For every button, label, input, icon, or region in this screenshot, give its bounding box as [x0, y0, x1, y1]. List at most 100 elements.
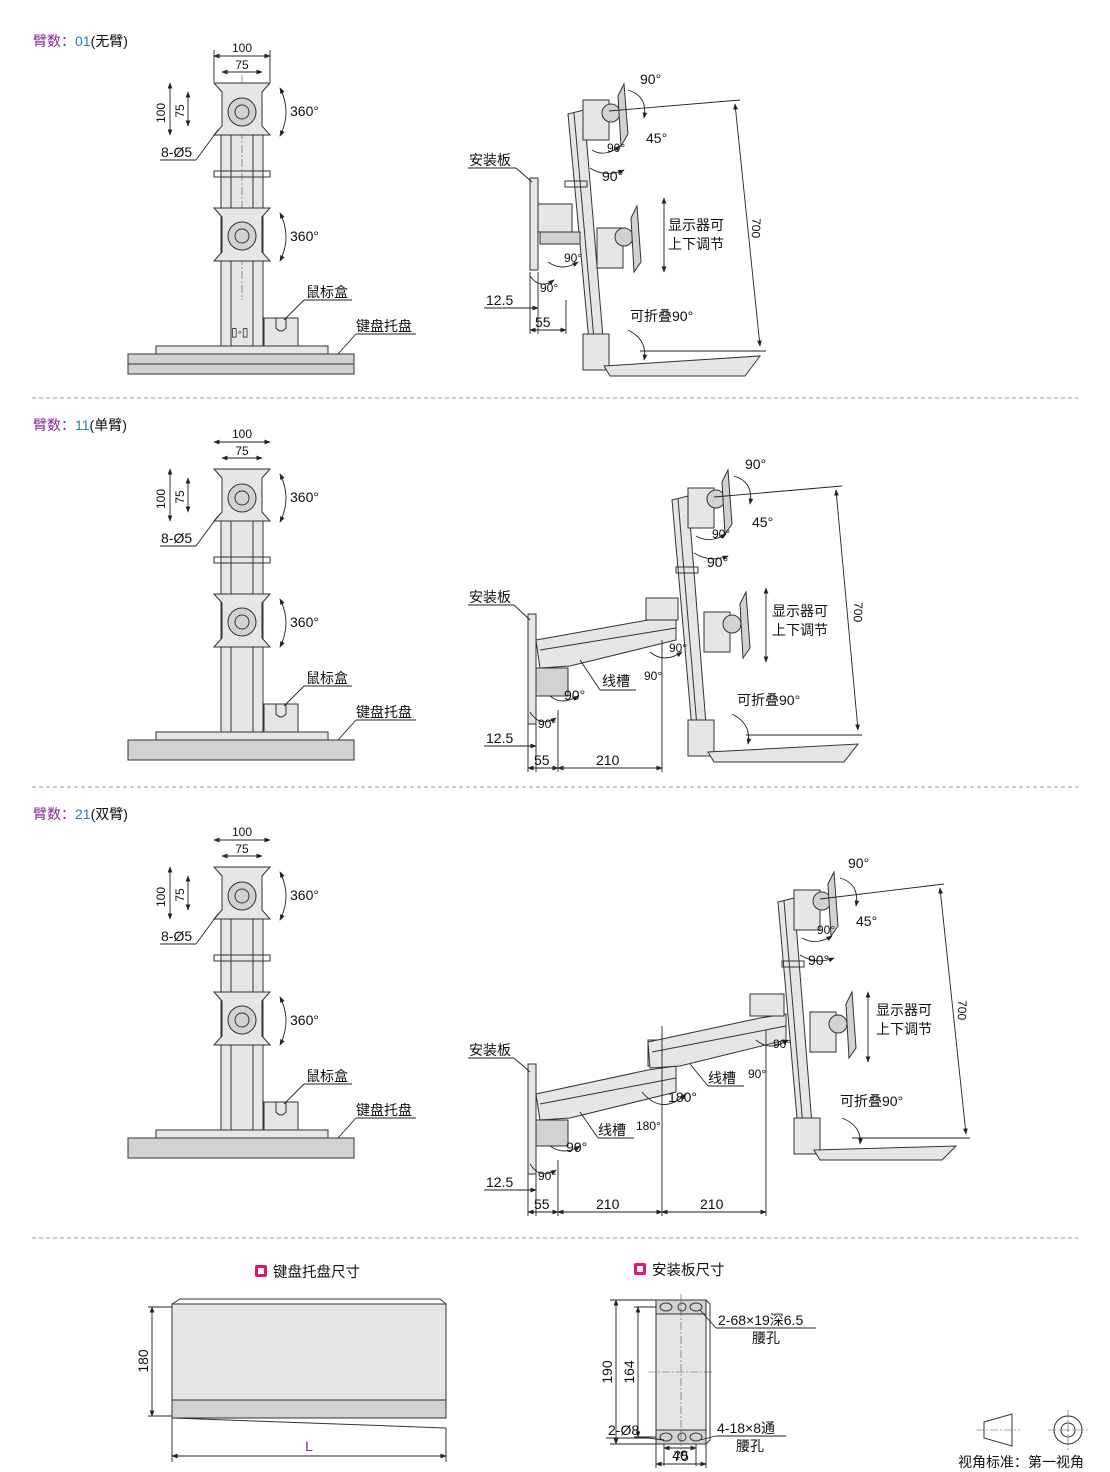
section-01-header: 臂数：01(无臂)	[33, 33, 128, 49]
svg-text:100: 100	[232, 427, 252, 441]
svg-text:45°: 45°	[752, 514, 773, 530]
first-angle-projection-symbol	[976, 1410, 1088, 1450]
dim-height-75: 75	[173, 104, 187, 118]
svg-text:190: 190	[599, 1360, 615, 1384]
svg-text:360°: 360°	[290, 489, 319, 505]
svg-text:100: 100	[154, 489, 168, 509]
svg-text:安装板: 安装板	[469, 589, 511, 605]
holes-label: 8-Ø5	[161, 144, 192, 160]
svg-text:180°: 180°	[636, 1119, 661, 1133]
svg-text:12.5: 12.5	[486, 292, 513, 308]
svg-text:360°: 360°	[290, 614, 319, 630]
svg-text:75: 75	[673, 1448, 689, 1464]
svg-text:90°: 90°	[644, 669, 662, 683]
rotate-label: 360°	[290, 228, 319, 244]
svg-text:4-18×8通: 4-18×8通	[717, 1420, 775, 1436]
side-view-no-arm: 700 90° 45° 90° 90° 显示器可 上下调节 安装板 90° 90…	[468, 71, 766, 377]
dim-height-100: 100	[154, 103, 168, 123]
svg-text:90°: 90°	[564, 687, 585, 703]
svg-text:线槽: 线槽	[602, 673, 630, 689]
svg-text:90°: 90°	[712, 527, 730, 541]
section-11-header: 臂数：11(单臂)	[33, 417, 127, 433]
svg-text:90°: 90°	[602, 168, 623, 184]
svg-text:键盘托盘: 键盘托盘	[356, 1102, 412, 1118]
svg-text:线槽: 线槽	[598, 1122, 626, 1138]
svg-text:75: 75	[235, 842, 249, 856]
svg-text:210: 210	[596, 1196, 620, 1212]
mouse-box-label: 鼠标盒	[306, 284, 348, 300]
side-view-double-arm: 700 90° 45° 90° 90° 显示器可 上下调节 安装板 线槽 线槽 …	[468, 855, 970, 1216]
svg-text:腰孔: 腰孔	[736, 1438, 764, 1454]
svg-text:90°: 90°	[566, 1139, 587, 1155]
svg-text:腰孔: 腰孔	[752, 1330, 780, 1346]
rotate-label: 360°	[290, 103, 319, 119]
svg-text:鼠标盒: 鼠标盒	[306, 1068, 348, 1084]
svg-text:700: 700	[749, 218, 764, 239]
svg-text:可折叠90°: 可折叠90°	[737, 692, 800, 708]
dim-width-100: 100	[232, 41, 252, 55]
tray-depth-dim: 180	[135, 1349, 151, 1373]
svg-text:90°: 90°	[848, 855, 869, 871]
svg-text:40: 40	[672, 1447, 688, 1463]
svg-text:180°: 180°	[668, 1089, 697, 1105]
svg-text:8-Ø5: 8-Ø5	[161, 928, 192, 944]
svg-text:45°: 45°	[646, 130, 667, 146]
svg-text:90°: 90°	[707, 554, 728, 570]
svg-text:上下调节: 上下调节	[772, 622, 828, 638]
svg-text:可折叠90°: 可折叠90°	[840, 1093, 903, 1109]
keyboard-tray-label: 键盘托盘	[356, 318, 412, 334]
svg-text:75: 75	[173, 490, 187, 504]
svg-text:210: 210	[700, 1196, 724, 1212]
svg-text:2-68×19深6.5: 2-68×19深6.5	[718, 1312, 803, 1328]
svg-text:90°: 90°	[640, 71, 661, 87]
svg-text:可折叠90°: 可折叠90°	[630, 308, 693, 324]
svg-text:12.5: 12.5	[486, 730, 513, 746]
svg-text:90°: 90°	[564, 251, 582, 265]
svg-text:线槽: 线槽	[708, 1070, 736, 1086]
svg-text:360°: 360°	[290, 1012, 319, 1028]
tray-dims-title: 键盘托盘尺寸	[273, 1263, 360, 1281]
svg-text:55: 55	[534, 1196, 550, 1212]
front-view: 100 75 100 75 8-Ø5 360° 360° 鼠标盒 键盘托盘	[127, 825, 416, 1159]
svg-text:100: 100	[154, 887, 168, 907]
svg-text:210: 210	[596, 752, 620, 768]
svg-text:90°: 90°	[773, 1037, 791, 1051]
svg-text:90°: 90°	[607, 141, 625, 155]
svg-text:45°: 45°	[856, 913, 877, 929]
front-view: ▯◦▯ 100 75 100 75 8-Ø5 360° 360° 鼠标盒 键盘托…	[127, 41, 416, 375]
svg-text:90°: 90°	[669, 641, 687, 655]
svg-text:键盘托盘: 键盘托盘	[356, 704, 412, 720]
tray-length-dim: L	[305, 1438, 313, 1454]
svg-text:显示器可: 显示器可	[668, 217, 724, 233]
svg-text:90°: 90°	[817, 923, 835, 937]
svg-text:安装板: 安装板	[469, 1042, 511, 1058]
svg-text:上下调节: 上下调节	[668, 236, 724, 252]
keyboard-tray-dimensions: 键盘托盘尺寸 180 L	[135, 1263, 447, 1462]
svg-text:安装板: 安装板	[469, 152, 511, 168]
svg-text:上下调节: 上下调节	[876, 1021, 932, 1037]
svg-text:700: 700	[955, 1000, 970, 1021]
svg-text:164: 164	[621, 1360, 637, 1384]
svg-text:90°: 90°	[748, 1067, 766, 1081]
svg-text:90°: 90°	[808, 952, 829, 968]
svg-text:12.5: 12.5	[486, 1174, 513, 1190]
dim-width-75: 75	[235, 58, 249, 72]
svg-text:90°: 90°	[745, 456, 766, 472]
svg-text:75: 75	[173, 888, 187, 902]
svg-text:显示器可: 显示器可	[772, 603, 828, 619]
section-21-header: 臂数：21(双臂)	[33, 806, 128, 822]
mount-plate-dimensions: 安装板尺寸 190 164 2-68×19深6.5 腰孔 2-Ø8 4-18×8…	[599, 1261, 816, 1468]
side-view-single-arm: 700 90° 45° 90° 90° 显示器可 上下调节 安装板 线槽 90°…	[468, 456, 865, 772]
svg-text:显示器可: 显示器可	[876, 1002, 932, 1018]
svg-text:▯◦▯: ▯◦▯	[231, 325, 248, 339]
svg-text:55: 55	[534, 752, 550, 768]
svg-text:700: 700	[851, 602, 866, 623]
front-view: 100 75 100 75 8-Ø5 360° 360° 鼠标盒 键盘托盘	[127, 427, 416, 761]
plate-dims-title: 安装板尺寸	[652, 1261, 725, 1279]
svg-text:55: 55	[535, 314, 551, 330]
svg-text:75: 75	[235, 444, 249, 458]
svg-text:鼠标盒: 鼠标盒	[306, 670, 348, 686]
svg-text:360°: 360°	[290, 887, 319, 903]
svg-text:8-Ø5: 8-Ø5	[161, 530, 192, 546]
